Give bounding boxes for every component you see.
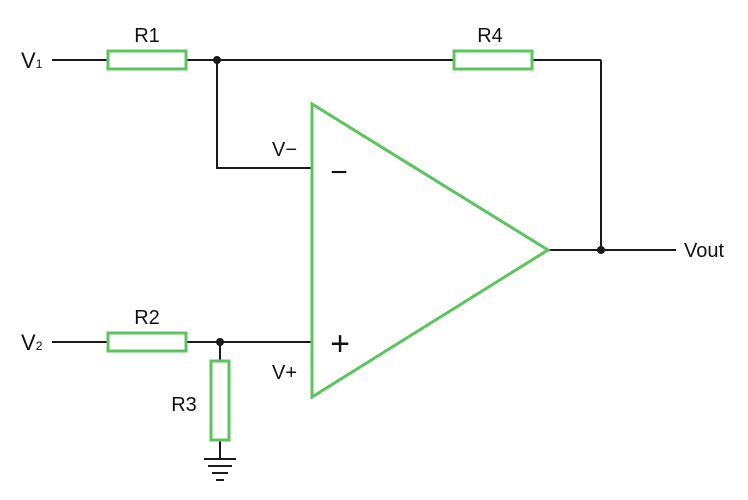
input-v1-subscript: 1 — [36, 57, 43, 71]
resistor-r3-label: R3 — [171, 394, 197, 416]
resistor-r1 — [106, 49, 188, 71]
resistor-r3 — [209, 359, 231, 442]
input-v2-label: V2 — [21, 330, 43, 355]
opamp-plus-sign: + — [330, 325, 350, 363]
input-v1-label: V1 — [21, 48, 43, 73]
junction-dots — [213, 56, 605, 346]
input-v2-main: V — [21, 330, 36, 355]
opamp-minus-sign: − — [330, 156, 348, 189]
resistor-r4 — [452, 49, 534, 71]
opamp-triangle — [310, 101, 551, 400]
wires — [52, 59, 676, 459]
noninverting-node-label: V+ — [272, 362, 297, 384]
resistor-r2 — [106, 331, 188, 353]
inverting-node-label: V− — [272, 139, 297, 161]
resistor-r4-label: R4 — [477, 25, 503, 47]
input-v1-main: V — [21, 48, 36, 73]
wire-to-inverting-input — [216, 60, 312, 169]
junction-dot-output — [597, 246, 605, 254]
output-label: Vout — [684, 240, 724, 262]
junction-dot-r2 — [216, 338, 224, 346]
ground-icon — [204, 458, 236, 481]
input-v2-subscript: 2 — [36, 339, 43, 353]
junction-dot-r1 — [213, 56, 221, 64]
resistor-r1-label: R1 — [134, 25, 160, 47]
resistor-r2-label: R2 — [134, 307, 160, 329]
